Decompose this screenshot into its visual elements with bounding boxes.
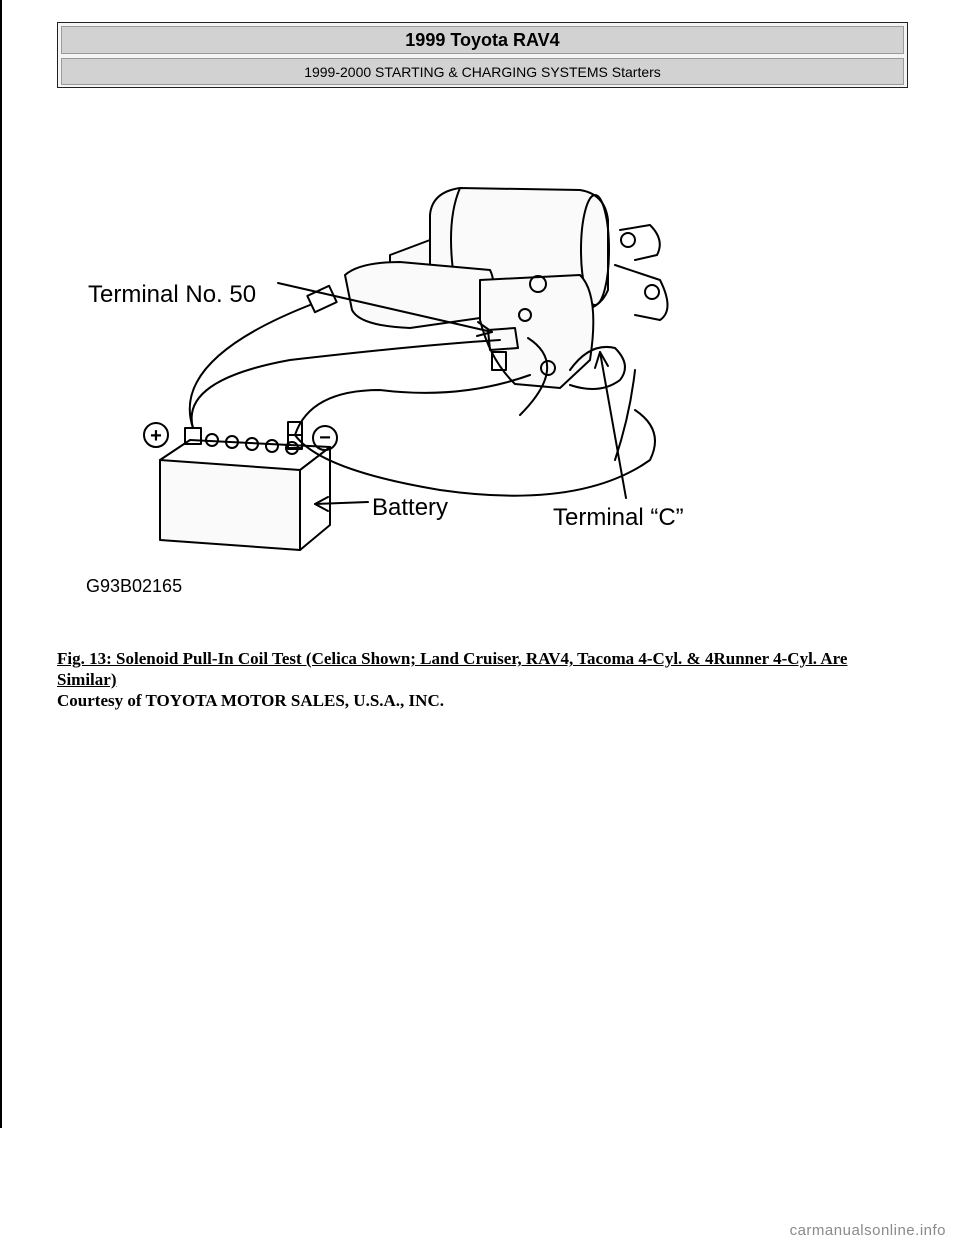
starter-test-diagram: + − Terminal No. 50 Battery Terminal “C”… xyxy=(60,170,780,610)
page-left-border xyxy=(0,0,2,1128)
minus-symbol: − xyxy=(319,427,331,449)
figure-caption: Fig. 13: Solenoid Pull-In Coil Test (Cel… xyxy=(57,648,907,711)
site-watermark: carmanualsonline.info xyxy=(789,1222,946,1239)
document-header: 1999 Toyota RAV4 1999-2000 STARTING & CH… xyxy=(57,22,908,88)
battery-illustration xyxy=(159,427,331,551)
positive-terminal-marker xyxy=(143,422,169,448)
starter-motor-illustration xyxy=(344,187,669,390)
label-terminal-c: Terminal “C” xyxy=(553,504,684,531)
label-terminal-50: Terminal No. 50 xyxy=(88,281,256,308)
header-subtitle: 1999-2000 STARTING & CHARGING SYSTEMS St… xyxy=(61,58,904,85)
test-leads xyxy=(188,284,656,497)
negative-terminal-marker xyxy=(312,425,338,451)
caption-title: Fig. 13: Solenoid Pull-In Coil Test (Cel… xyxy=(57,649,848,689)
diagram-svg: + − Terminal No. 50 Battery Terminal “C”… xyxy=(86,187,684,596)
label-battery: Battery xyxy=(372,494,448,521)
plus-symbol: + xyxy=(150,425,162,447)
label-pointers xyxy=(277,282,627,512)
header-title: 1999 Toyota RAV4 xyxy=(61,26,904,54)
figure-code: G93B02165 xyxy=(86,576,182,596)
caption-courtesy: Courtesy of TOYOTA MOTOR SALES, U.S.A., … xyxy=(57,691,444,710)
